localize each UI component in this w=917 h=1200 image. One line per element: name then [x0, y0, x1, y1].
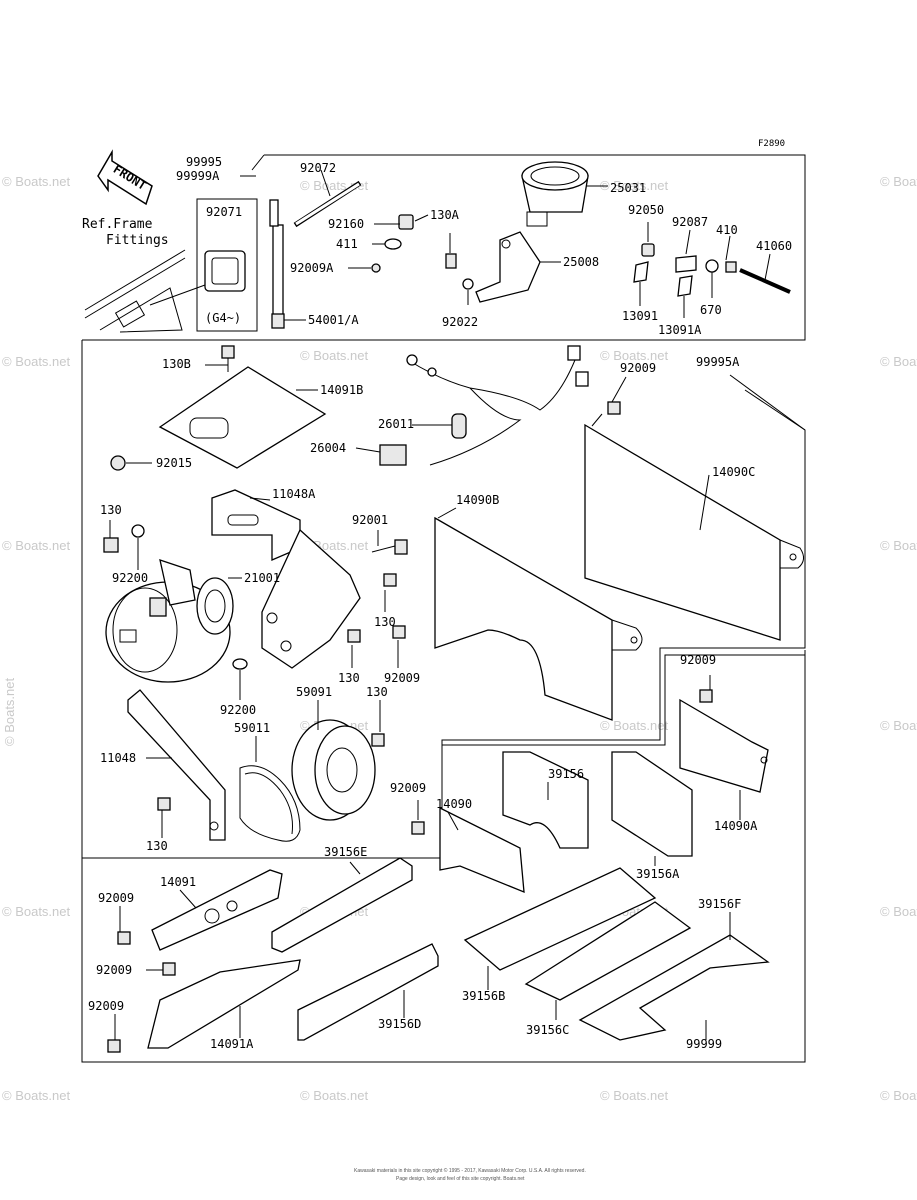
part-label: 99995A: [696, 355, 740, 369]
part-labels: 99995 99999A 92072 25031 92071 92160 130…: [88, 155, 792, 1051]
part-label: 14090C: [712, 465, 755, 479]
part-label: 130B: [162, 357, 191, 371]
part-label: 14090A: [714, 819, 758, 833]
part-label: 92009: [96, 963, 132, 977]
part-label: 13091: [622, 309, 658, 323]
part-label: 41060: [756, 239, 792, 253]
watermark: © Boats.net: [600, 348, 669, 363]
part-label: 130: [100, 503, 122, 517]
part-label: 14090B: [456, 493, 499, 507]
watermark: © Boats.net: [2, 354, 71, 369]
watermark: © Boats.net: [880, 904, 917, 919]
part-label: 92009: [620, 361, 656, 375]
part-label: 14091: [160, 875, 196, 889]
part-label: 39156C: [526, 1023, 569, 1037]
part-label: 14091A: [210, 1037, 254, 1051]
watermark: © Boats.net: [2, 904, 71, 919]
part-label: 59091: [296, 685, 332, 699]
part-label: 92009: [98, 891, 134, 905]
ref-note-line1: Ref.Frame: [82, 217, 153, 232]
part-label: 99999: [686, 1037, 722, 1051]
watermark: © Boats.net: [2, 538, 71, 553]
part-label: 21001: [244, 571, 280, 585]
inset-g4: (G4~): [196, 198, 258, 332]
part-label: 92022: [442, 315, 478, 329]
part-label: 130: [366, 685, 388, 699]
part-label: 39156A: [636, 867, 680, 881]
part-label: 130: [338, 671, 360, 685]
part-label: 26011: [378, 417, 414, 431]
part-label: 25008: [563, 255, 599, 269]
part-label: 92015: [156, 456, 192, 470]
part-label: 92050: [628, 203, 664, 217]
watermark: © Boats.net: [880, 174, 917, 189]
watermark: © Boats.net: [600, 178, 669, 193]
part-label: 13091A: [658, 323, 702, 337]
part-label: 92072: [300, 161, 336, 175]
part-label: 25031: [610, 181, 646, 195]
watermark: © Boats.net: [2, 174, 71, 189]
watermark: © Boats.net: [880, 718, 917, 733]
copyright-line2: Page design, look and feel of this site …: [396, 1176, 525, 1182]
part-label: 59011: [234, 721, 270, 735]
part-label: 39156E: [324, 845, 367, 859]
watermark: © Boats.net: [300, 1088, 369, 1103]
part-label: 39156: [548, 767, 584, 781]
watermark-vertical: © Boats.net: [2, 677, 17, 746]
middle-section-parts: [103, 345, 804, 842]
ref-frame-fittings: Ref.Frame Fittings: [82, 217, 206, 333]
part-label: 11048A: [272, 487, 316, 501]
part-label: 130: [146, 839, 168, 853]
part-label: 410: [716, 223, 738, 237]
front-arrow-icon: FRONT: [97, 149, 153, 206]
part-label: 670: [700, 303, 722, 317]
part-label: 130A: [430, 208, 460, 222]
part-label: 14091B: [320, 383, 363, 397]
watermark: © Boats.net: [600, 1088, 669, 1103]
part-label: 411: [336, 237, 358, 251]
part-label: 92009: [384, 671, 420, 685]
watermark: © Boats.net: [880, 1088, 917, 1103]
part-label: 92009: [680, 653, 716, 667]
part-label: 99995: [186, 155, 222, 169]
part-label: 11048: [100, 751, 136, 765]
part-label: 92071: [206, 205, 242, 219]
part-label: 54001/A: [308, 313, 359, 327]
part-label: 14090: [436, 797, 472, 811]
watermark: © Boats.net: [880, 354, 917, 369]
part-label: 92200: [220, 703, 256, 717]
part-label: 92087: [672, 215, 708, 229]
part-label: 39156B: [462, 989, 505, 1003]
figure-code: F2890: [758, 139, 785, 149]
part-label: 39156D: [378, 1017, 421, 1031]
part-label: 39156F: [698, 897, 741, 911]
watermark: © Boats.net: [600, 718, 669, 733]
part-label: 99999A: [176, 169, 220, 183]
part-label: 92009A: [290, 261, 334, 275]
part-label: 92001: [352, 513, 388, 527]
copyright-line1: Kawasaki materials in this site copyrigh…: [354, 1167, 586, 1174]
lower-section-parts: [107, 689, 770, 1053]
frame-outlines: [81, 154, 806, 1063]
ref-note-line2: Fittings: [106, 233, 169, 248]
part-label: 92200: [112, 571, 148, 585]
leader-lines: [109, 169, 771, 1040]
watermark: © Boats.net: [300, 348, 369, 363]
watermark: © Boats.net: [2, 1088, 71, 1103]
part-label: 92009: [390, 781, 426, 795]
part-label: 26004: [310, 441, 346, 455]
part-label: 92160: [328, 217, 364, 231]
inset-note: (G4~): [205, 311, 241, 325]
part-label: 130: [374, 615, 396, 629]
watermark: © Boats.net: [880, 538, 917, 553]
part-label: 92009: [88, 999, 124, 1013]
